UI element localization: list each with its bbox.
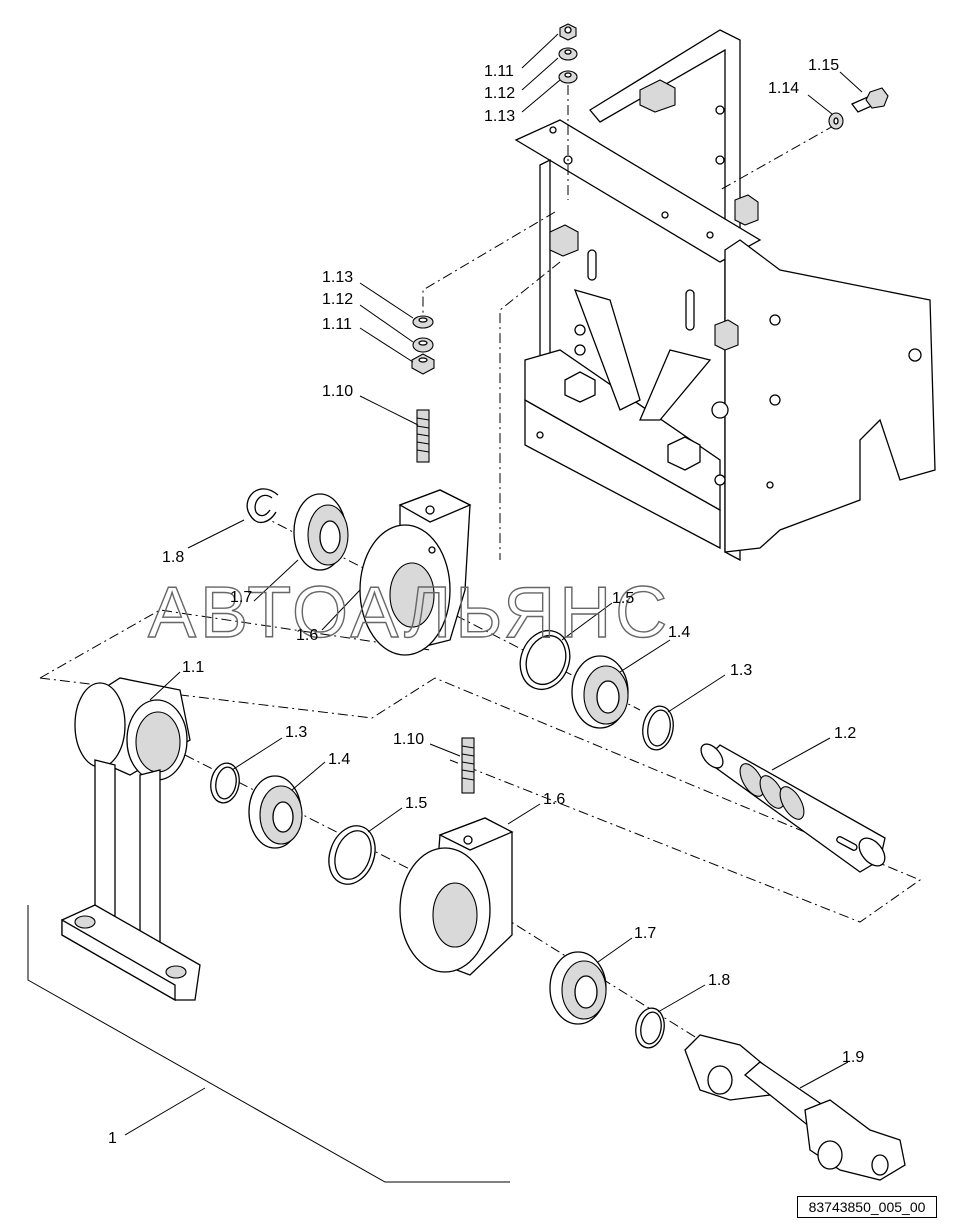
universal-joint-shaft-1-9 bbox=[684, 1034, 906, 1181]
stud-1-10-low bbox=[461, 737, 475, 794]
circlip-1-3-top bbox=[642, 705, 674, 751]
label-1-6-top: 1.6 bbox=[296, 627, 318, 644]
bearing-1-4-low bbox=[248, 775, 303, 849]
drawing-code: 83743850_005_00 bbox=[797, 1196, 937, 1218]
part-labels: 1.15 1.14 1.11 1.12 1.13 1.13 1.12 1.11 … bbox=[108, 57, 864, 1147]
label-1-7-top: 1.7 bbox=[230, 589, 252, 606]
label-1-3-top: 1.3 bbox=[730, 662, 752, 679]
assembly-1-bracket bbox=[27, 905, 510, 1183]
circlip-1-8-low bbox=[635, 1007, 665, 1049]
label-1-8-top: 1.8 bbox=[162, 549, 184, 566]
label-1-8-low: 1.8 bbox=[708, 972, 730, 989]
label-1-14: 1.14 bbox=[768, 80, 799, 97]
bolt-1-15 bbox=[850, 87, 889, 113]
bearing-housing-1-6-low bbox=[399, 817, 514, 976]
label-1-11-top: 1.11 bbox=[484, 63, 514, 80]
label-1-11-mid: 1.11 bbox=[322, 316, 352, 333]
label-1: 1 bbox=[108, 1130, 117, 1147]
label-1-10-top: 1.10 bbox=[322, 383, 353, 400]
circlip-1-3-low bbox=[210, 762, 240, 804]
leader-lines bbox=[149, 33, 863, 1089]
circlip-1-8-top bbox=[246, 488, 279, 524]
label-1-1: 1.1 bbox=[182, 659, 204, 676]
label-1-9: 1.9 bbox=[842, 1049, 864, 1066]
circlip-1-5-top bbox=[519, 629, 571, 691]
circlip-1-5-low bbox=[328, 825, 376, 885]
label-1-5-top: 1.5 bbox=[612, 590, 634, 607]
middle-nut-washer-stack bbox=[411, 315, 435, 375]
label-1-6-low: 1.6 bbox=[543, 791, 565, 808]
label-1-13-mid: 1.13 bbox=[322, 269, 353, 286]
label-1-10-low: 1.10 bbox=[393, 731, 424, 748]
washer-1-14 bbox=[828, 112, 844, 130]
label-1-2: 1.2 bbox=[834, 725, 856, 742]
bearing-housing-1-6-top bbox=[359, 489, 472, 656]
label-1-4-top: 1.4 bbox=[668, 624, 690, 641]
mounting-frame bbox=[514, 29, 936, 562]
stud-1-10-top bbox=[416, 409, 430, 463]
label-1-15: 1.15 bbox=[808, 57, 839, 74]
top-nut-washer-stack bbox=[558, 23, 578, 84]
watermark-text: АВТОАЛЬЯНС bbox=[148, 573, 671, 653]
label-1-13-top: 1.13 bbox=[484, 108, 515, 125]
label-1-12-top: 1.12 bbox=[484, 85, 515, 102]
shaft-1-2 bbox=[700, 743, 886, 873]
label-1-12-mid: 1.12 bbox=[322, 291, 353, 308]
label-1-4-low: 1.4 bbox=[328, 751, 350, 768]
support-arm-1-1 bbox=[61, 677, 201, 1002]
label-1-5-low: 1.5 bbox=[405, 795, 427, 812]
label-1-7-low: 1.7 bbox=[634, 925, 656, 942]
bearing-1-7-low bbox=[549, 951, 607, 1025]
bearing-1-4-top bbox=[571, 655, 629, 729]
label-1-3-low: 1.3 bbox=[285, 724, 307, 741]
bearing-1-7-top bbox=[293, 493, 349, 571]
